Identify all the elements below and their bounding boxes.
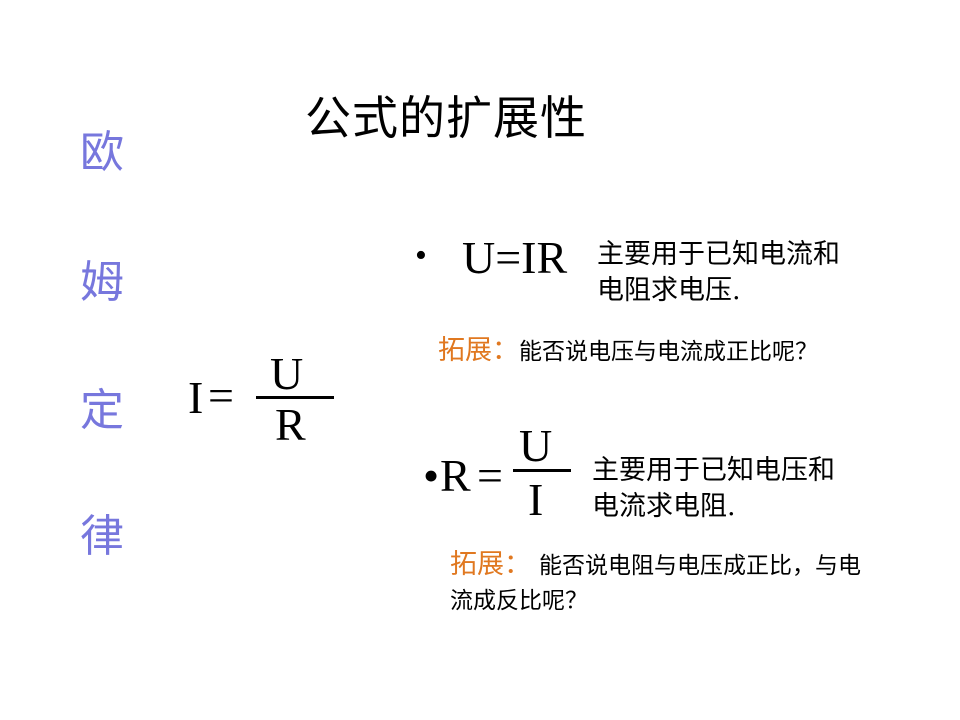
item1-desc-line2: 电阻求电压. [597, 275, 741, 306]
item2-numerator: U [519, 420, 553, 471]
item2-bullet: • [423, 450, 440, 501]
item2-lhs: R [440, 450, 471, 501]
main-formula-denominator: R [275, 399, 306, 450]
side-title-char-1: 欧 [80, 127, 124, 178]
main-formula-equals: = [208, 370, 234, 421]
item2-desc-line1: 主要用于已知电压和 [592, 455, 835, 486]
main-formula-numerator: U [270, 348, 304, 399]
item2-ext-text-line2: 流成反比呢？ [450, 588, 588, 614]
side-title-char-3: 定 [80, 385, 124, 436]
item1-ext-text: 能否说电压与电流成正比呢？ [519, 339, 818, 365]
item1-formula: U=IR [462, 232, 568, 283]
side-title-char-4: 律 [80, 511, 124, 562]
item1-desc-line1: 主要用于已知电流和 [597, 239, 840, 270]
item1-ext-label: 拓展： [438, 335, 519, 366]
item2-ext-label: 拓展： [450, 549, 531, 580]
item2-desc-line2: 电流求电阻. [592, 491, 736, 522]
item2-equals: = [477, 450, 503, 501]
item2-extension: 拓展： 能否说电阻与电压成正比，与电 [450, 548, 861, 582]
item1-bullet: • [415, 237, 427, 274]
item2-ext-text-line1: 能否说电阻与电压成正比，与电 [539, 553, 861, 579]
main-formula-lhs: I [188, 372, 204, 423]
item1-extension: 拓展：能否说电压与电流成正比呢？ [438, 334, 818, 368]
item2-denominator: I [528, 474, 544, 525]
item2-fraction-bar [513, 469, 571, 472]
page-title: 公式的扩展性 [305, 91, 587, 145]
main-formula-fraction-bar [256, 396, 334, 399]
side-title-char-2: 姆 [80, 257, 124, 308]
